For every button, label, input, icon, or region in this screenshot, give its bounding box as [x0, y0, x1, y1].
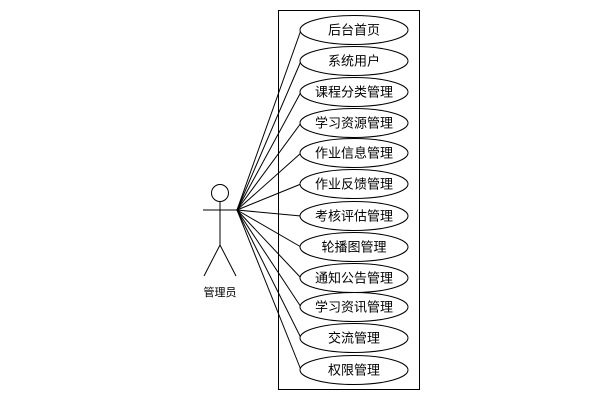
use-case-ellipse	[299, 46, 409, 76]
association-line	[236, 209, 302, 217]
actor-head	[211, 184, 229, 202]
association-lines	[236, 29, 302, 371]
association-line	[236, 183, 302, 211]
use-case: 交流管理	[299, 323, 409, 353]
association-line	[236, 29, 302, 211]
association-line	[236, 209, 302, 279]
actor-label: 管理员	[204, 285, 237, 299]
use-case: 通知公告管理	[299, 263, 409, 293]
association-line	[236, 152, 302, 211]
use-case: 学习资源管理	[299, 108, 409, 138]
association-line	[236, 60, 302, 211]
use-case-label: 系统用户	[328, 54, 380, 70]
use-case-label: 课程分类管理	[315, 86, 393, 101]
use-case: 考核评估管理	[299, 201, 409, 231]
use-case-label: 学习资源管理	[315, 116, 393, 132]
association-line	[236, 91, 302, 211]
system-boundary	[278, 10, 420, 390]
actor-admin: 管理员	[203, 184, 237, 299]
use-case-ellipse	[299, 323, 409, 353]
association-line	[236, 209, 302, 339]
association-line	[236, 209, 302, 371]
use-case-ellipse	[299, 108, 409, 138]
use-case-label: 学习资讯管理	[315, 300, 393, 316]
use-case: 作业反馈管理	[299, 169, 409, 199]
use-case-ellipse	[299, 292, 409, 322]
use-case: 系统用户	[299, 46, 409, 76]
use-case-label: 轮播图管理	[321, 241, 386, 256]
use-case-label: 权限管理	[328, 363, 380, 379]
use-case: 权限管理	[299, 355, 409, 385]
use-case-ellipse	[299, 201, 409, 231]
use-case-label: 交流管理	[328, 331, 380, 347]
use-case-label: 通知公告管理	[315, 271, 393, 287]
use-case: 课程分类管理	[299, 77, 409, 107]
use-case: 学习资讯管理	[299, 292, 409, 322]
use-cases: 后台首页系统用户课程分类管理学习资源管理作业信息管理作业反馈管理考核评估管理轮播…	[299, 15, 409, 385]
association-line	[236, 122, 302, 211]
use-case: 后台首页	[299, 15, 409, 45]
association-line	[236, 209, 302, 308]
use-case-label: 考核评估管理	[315, 210, 393, 225]
actor-right-leg	[219, 244, 237, 277]
use-case-ellipse	[299, 77, 409, 107]
use-case: 轮播图管理	[299, 232, 409, 262]
actor-left-leg	[203, 244, 221, 277]
use-case-label: 作业信息管理	[315, 146, 393, 162]
use-case-ellipse	[299, 232, 409, 262]
use-case: 作业信息管理	[299, 138, 409, 168]
use-case-ellipse	[299, 355, 409, 385]
use-case-label: 后台首页	[328, 24, 380, 39]
use-case-ellipse	[299, 138, 409, 168]
association-line	[236, 209, 302, 248]
use-case-ellipse	[299, 169, 409, 199]
use-case-label: 作业反馈管理	[315, 178, 393, 193]
use-case-ellipse	[299, 15, 409, 45]
